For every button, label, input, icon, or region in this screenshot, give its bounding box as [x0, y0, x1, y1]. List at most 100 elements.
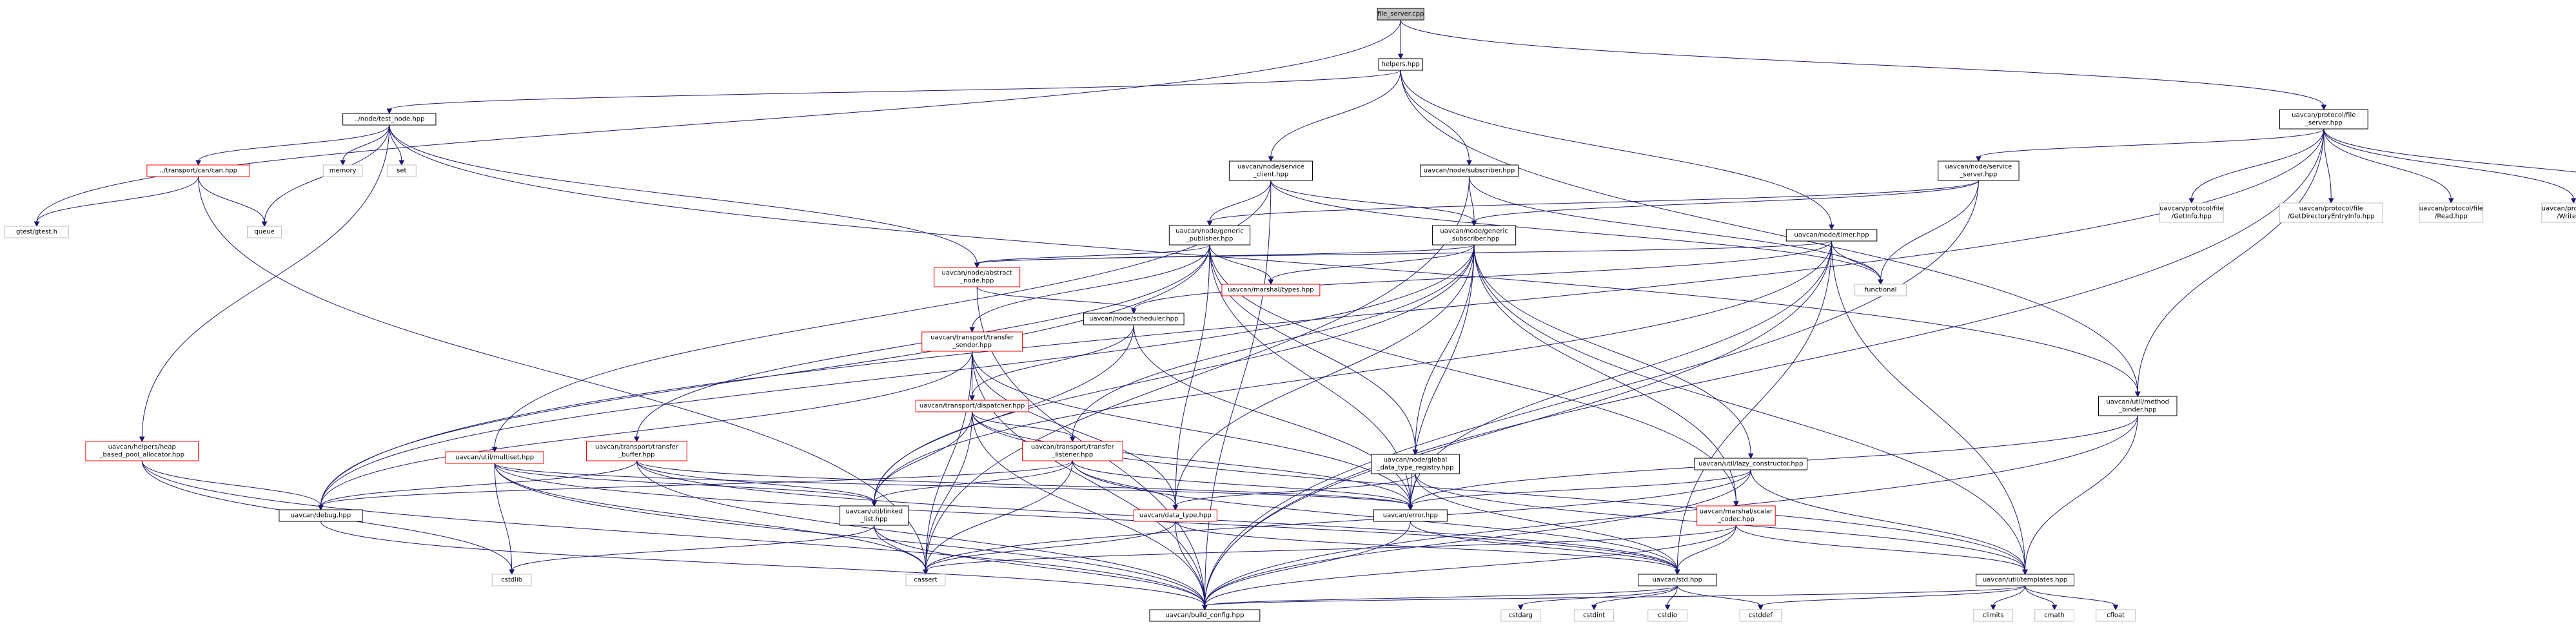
arrowhead-global_dtr-to-data_type — [1172, 505, 1179, 511]
edge-tr_listener-to-cassert — [925, 460, 1073, 571]
node-box — [1739, 609, 1782, 622]
arrowhead-fs_hpp-to-write — [2570, 198, 2576, 204]
node-dispatcher[interactable]: uavcan/transport/dispatcher.hpp — [915, 400, 1029, 412]
node-marshal-types[interactable]: uavcan/marshal/types.hpp — [1221, 284, 1321, 296]
node-box — [1221, 284, 1321, 296]
node-label: cstdint — [1583, 612, 1605, 619]
edge-svc_client-to-build_config — [1204, 180, 1272, 606]
node-templates[interactable]: uavcan/util/templates.hpp — [1976, 574, 2075, 586]
node-global-dtr[interactable]: uavcan/node/global_data_type_registry.hp… — [1371, 454, 1460, 474]
node-box — [905, 574, 946, 586]
node-error[interactable]: uavcan/error.hpp — [1373, 509, 1448, 522]
edge-fs_hpp-to-build_config — [1204, 128, 2325, 606]
node-label: uavcan/util/linked — [845, 508, 903, 516]
arrowhead-std_hpp-to-cstdio — [1664, 605, 1671, 611]
edge-timer-to-abstract_node — [976, 240, 1833, 264]
edge-gen_sub-to-templates — [1473, 244, 2026, 571]
node-svc-client[interactable]: uavcan/node/service_client.hpp — [1228, 160, 1313, 181]
node-multiset[interactable]: uavcan/util/multiset.hpp — [445, 451, 544, 464]
edge-tr_listener-to-data_type — [1072, 460, 1176, 507]
edge-svc_server-to-gen_pub — [1209, 180, 1979, 222]
node-linked-list[interactable]: uavcan/util/linked_list.hpp — [840, 505, 909, 526]
node-box — [2096, 609, 2136, 622]
edge-scalar_codec-to-templates — [1735, 525, 2026, 571]
edge-timer-to-std_hpp — [1676, 240, 1833, 571]
node-label: /GetInfo.hpp — [2172, 213, 2212, 220]
node-label: uavcan/util/templates.hpp — [1983, 577, 2067, 584]
node-std-hpp[interactable]: uavcan/std.hpp — [1638, 574, 1717, 586]
node-cstdarg: cstdarg — [1500, 609, 1541, 622]
node-memory: memory — [322, 164, 363, 177]
node-label: set — [397, 168, 406, 175]
edge-fs_hpp-to-svc_server — [1978, 128, 2325, 158]
node-box — [386, 164, 417, 177]
node-box — [1500, 609, 1541, 622]
node-getdir: uavcan/protocol/file/GetDirectoryEntryIn… — [2279, 202, 2383, 223]
node-method-binder[interactable]: uavcan/util/method_binder.hpp — [2098, 396, 2178, 416]
node-build-config[interactable]: uavcan/build_config.hpp — [1149, 609, 1261, 622]
node-cassert: cassert — [905, 574, 946, 586]
node-gen-sub[interactable]: uavcan/node/generic_subscriber.hpp — [1432, 225, 1517, 246]
node-label: cassert — [914, 577, 937, 584]
node-abstract-node[interactable]: uavcan/node/abstract_node.hpp — [934, 267, 1021, 287]
node-svc-server[interactable]: uavcan/node/service_server.hpp — [1938, 160, 2020, 181]
arrowhead-helpers-to-test_node — [386, 108, 393, 115]
arrowhead-test_node-to-heap_alloc — [139, 436, 145, 443]
node-box — [445, 451, 544, 464]
edge-timer-to-functional — [1831, 240, 1881, 281]
node-box — [1021, 441, 1123, 461]
node-box — [586, 441, 687, 461]
edge-test_node-to-abstract_node — [389, 124, 978, 264]
node-subscriber[interactable]: uavcan/node/subscriber.hpp — [1420, 164, 1519, 177]
edges-layer — [34, 19, 2576, 611]
edge-svc_server-to-build_config — [1204, 180, 1979, 606]
node-cstdio: cstdio — [1647, 609, 1687, 622]
node-tr-buffer[interactable]: uavcan/transport/transfer_buffer.hpp — [586, 441, 687, 461]
node-label: uavcan/marshal/types.hpp — [1228, 287, 1313, 294]
node-scalar-codec[interactable]: uavcan/marshal/scalar_codec.hpp — [1696, 505, 1776, 526]
edge-tr_sender-to-error — [972, 351, 1411, 507]
node-file-server[interactable]: file_server.cpp — [1377, 8, 1424, 21]
node-debug[interactable]: uavcan/debug.hpp — [279, 509, 363, 522]
node-cstdint: cstdint — [1574, 609, 1615, 622]
node-timer[interactable]: uavcan/node/timer.hpp — [1785, 229, 1878, 242]
edge-abstract_node-to-scheduler — [976, 286, 1134, 310]
node-cstddef: cstddef — [1739, 609, 1782, 622]
node-scheduler[interactable]: uavcan/node/scheduler.hpp — [1083, 313, 1185, 325]
node-label: uavcan/transport/transfer — [930, 334, 1014, 342]
node-lazy-ctor[interactable]: uavcan/util/lazy_constructor.hpp — [1694, 458, 1808, 470]
node-gen-pub[interactable]: uavcan/node/generic_publisher.hpp — [1168, 225, 1251, 246]
node-can-hpp[interactable]: ../transport/can/can.hpp — [146, 164, 250, 177]
edge-fs_hpp-to-delete — [2323, 128, 2576, 173]
node-label: uavcan/node/service — [1945, 164, 2012, 171]
edge-global_dtr-to-error — [1410, 473, 1416, 507]
node-helpers[interactable]: helpers.hpp — [1378, 58, 1423, 71]
node-cstdlib: cstdlib — [491, 574, 532, 586]
node-fs-hpp[interactable]: uavcan/protocol/file_server.hpp — [2279, 109, 2368, 130]
node-box — [1574, 609, 1615, 622]
node-data-type[interactable]: uavcan/data_type.hpp — [1133, 509, 1217, 522]
edge-can_hpp-to-gtest — [36, 176, 199, 223]
node-heap-alloc[interactable]: uavcan/helpers/heap_based_pool_allocator… — [85, 441, 199, 461]
arrowhead-scalar_codec-to-std_hpp — [1674, 569, 1680, 576]
node-label: functional — [1865, 287, 1897, 294]
node-tr-listener[interactable]: uavcan/transport/transfer_listener.hpp — [1021, 441, 1123, 461]
node-label: _listener.hpp — [1051, 452, 1093, 459]
node-label: uavcan/util/lazy_constructor.hpp — [1698, 461, 1803, 468]
edge-helpers-to-svc_client — [1270, 70, 1401, 158]
edge-std_hpp-to-cstdint — [1593, 585, 1678, 606]
node-tr-sender[interactable]: uavcan/transport/transfer_sender.hpp — [921, 331, 1023, 352]
node-box — [322, 164, 363, 177]
node-test-node[interactable]: ../node/test_node.hpp — [342, 113, 437, 126]
edge-error-to-build_config — [1204, 521, 1411, 606]
node-label: _sender.hpp — [952, 342, 992, 349]
edge-timer-to-scheduler — [1133, 240, 1833, 310]
node-box — [2279, 202, 2383, 223]
node-label: /GetDirectoryEntryInfo.hpp — [2288, 213, 2375, 220]
edge-svc_server-to-functional — [1880, 180, 1979, 281]
node-cfloat: cfloat — [2096, 609, 2136, 622]
node-label: uavcan/node/abstract — [942, 270, 1012, 277]
edge-gen_sub-to-tr_listener — [1072, 244, 1475, 438]
edge-gen_pub-to-scalar_codec — [1209, 244, 1736, 503]
